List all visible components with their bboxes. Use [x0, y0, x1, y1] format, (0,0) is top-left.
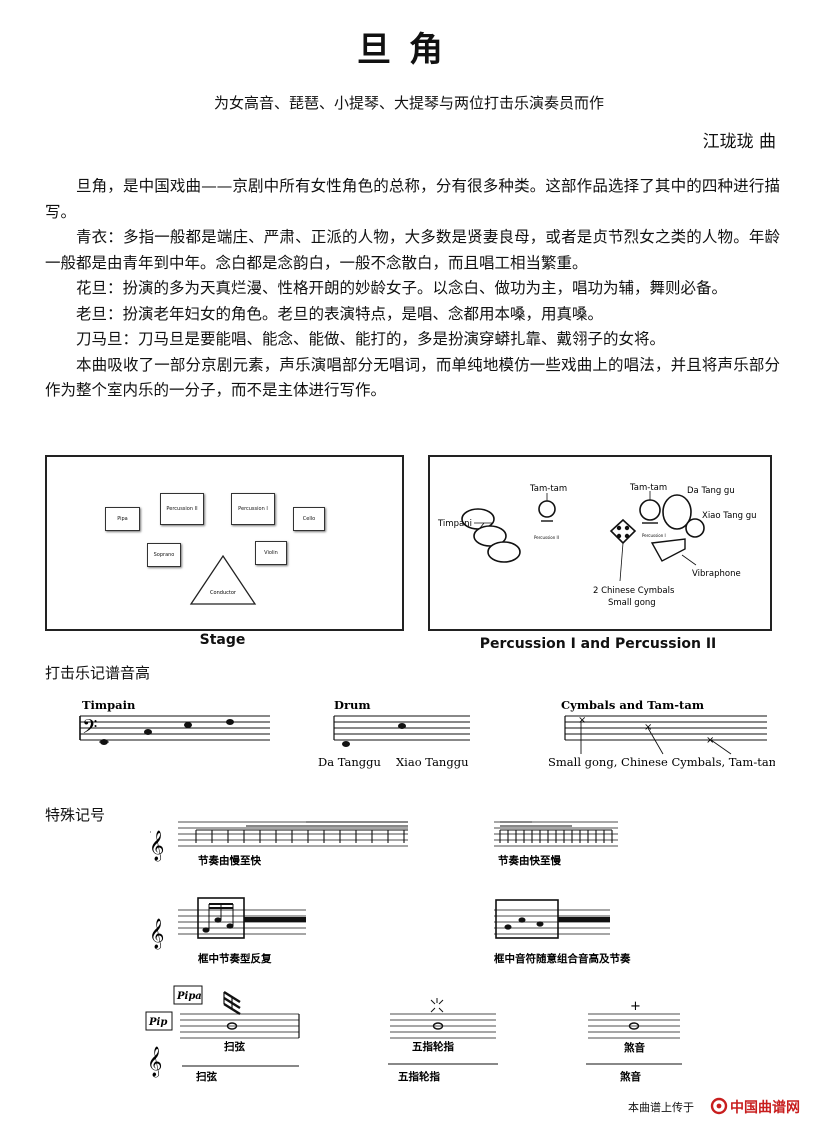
label-da-tang-gu: Da Tang gu	[687, 486, 735, 496]
pipa-box-label: Pip	[148, 1017, 167, 1028]
composer: 江珑珑 曲	[702, 132, 776, 152]
conductor-triangle: Conductor	[189, 554, 257, 605]
accel-symbol: 𝄞 节奏由慢至快	[149, 821, 408, 867]
extension-bar	[244, 917, 306, 922]
label-timpani: Timpani	[437, 519, 472, 529]
page-title: 旦角	[357, 30, 461, 70]
seat-percussion-2: Percussion II	[160, 493, 204, 525]
tam-tam	[538, 500, 556, 518]
seat-soprano: Soprano	[147, 543, 181, 567]
note	[184, 722, 192, 728]
timpani-staff: Timpain 𝄢	[79, 698, 270, 745]
sha-label: 煞音	[624, 1041, 645, 1054]
label-chinese-cymbals: 2 Chinese Cymbals	[593, 586, 675, 596]
percussion-2-setup	[461, 493, 556, 563]
pipa-box-label: Pipa	[176, 991, 202, 1002]
stage-caption: Stage	[199, 632, 246, 648]
percussion-diagram: Tam-tam Timpani Percussion II Tam-tam Da…	[428, 455, 772, 631]
vibraphone	[650, 538, 686, 562]
seat-percussion-1: Percussion I	[231, 493, 275, 525]
plus-icon: +	[630, 999, 641, 1014]
treble-clef-icon: 𝄞	[149, 918, 164, 950]
box-random-symbol: 框中音符随意组合音高及节奏	[494, 899, 631, 965]
seat-cello: Cello	[293, 507, 325, 531]
cymbals-staff: Cymbals and Tam-tam × × × Small gong, Ch…	[548, 698, 775, 769]
symbols-heading: 特殊记号	[45, 806, 106, 824]
accel-label: 节奏由慢至快	[198, 854, 261, 867]
intro-text: 旦角，是中国戏曲——京剧中所有女性角色的总称，分有很多种类。这部作品选择了其中的…	[45, 174, 780, 404]
label-xiao-tang-gu: Xiao Tang gu	[702, 511, 757, 521]
note	[342, 741, 350, 747]
accel-beams	[195, 821, 408, 843]
random-box	[495, 899, 559, 939]
lunzhi-label-lower: 五指轮指	[398, 1070, 440, 1083]
lunzhi-symbol: 五指轮指 五指轮指	[388, 998, 498, 1083]
timpani-label: Timpain	[82, 698, 136, 712]
bass-clef-icon: 𝄢	[82, 715, 97, 743]
label-percussion-2: Percussion II	[534, 535, 559, 540]
box-repeat-label: 框中节奏型反复	[198, 952, 272, 965]
label-small-gong: Small gong	[608, 598, 656, 608]
sha-label-lower: 煞音	[620, 1070, 641, 1083]
sweep-label-lower: 扫弦	[196, 1070, 217, 1083]
box-repeat-symbol: 𝄞 框中节奏型反复	[149, 897, 306, 965]
da-tanggu-label: Da Tanggu	[318, 755, 381, 769]
sweep-label: 扫弦	[224, 1040, 245, 1053]
seat-violin: Violin	[255, 541, 287, 565]
drum-label: Drum	[334, 698, 371, 712]
footer-text: 本曲谱上传于	[628, 1101, 694, 1114]
box-random-label: 框中音符随意组合音高及节奏	[494, 952, 631, 965]
seat-conductor: Conductor	[210, 590, 237, 596]
label-vibraphone: Vibraphone	[692, 569, 741, 579]
xiao-tang-gu	[685, 518, 705, 538]
pipa-box	[145, 1011, 173, 1031]
x-notehead-icon: ×	[578, 715, 586, 726]
notation-heading: 打击乐记谱音高	[45, 664, 151, 682]
drum-staff: Drum Da Tanggu Xiao Tanggu	[318, 698, 470, 769]
label-percussion-1: Percussion I	[642, 533, 666, 538]
subtitle: 为女高音、琵琶、小提琴、大提琴与两位打击乐演奏员而作	[213, 94, 604, 112]
intro-paragraph: 刀马旦：刀马旦是要能唱、能念、能做、能打的，多是扮演穿蟒扎靠、戴翎子的女将。	[76, 330, 666, 348]
x-notehead-icon: ×	[644, 722, 652, 733]
sweep-icon	[223, 990, 241, 1016]
cymbals-labels: Small gong, Chinese Cymbals, Tam-tam	[548, 755, 775, 769]
note	[398, 723, 406, 729]
rit-label: 节奏由快至慢	[498, 854, 561, 867]
treble-clef-icon: 𝄞	[149, 830, 164, 862]
label-tam-tam-2: Tam-tam	[529, 484, 567, 494]
timpani-drum	[487, 541, 521, 563]
x-notehead-icon: ×	[706, 735, 714, 746]
intro-paragraph: 老旦：扮演老年妇女的角色。老旦的表演特点，是唱、念都用本嗓，用真嗓。	[76, 304, 604, 323]
sweep-symbol: Pipa Pip 𝄞 扫弦 扫弦	[145, 985, 300, 1083]
lunzhi-icon	[430, 998, 444, 1013]
lunzhi-label: 五指轮指	[412, 1040, 454, 1053]
percussion-caption: Percussion I and Percussion II	[479, 636, 717, 652]
note	[226, 719, 234, 725]
stage-diagram: Pipa Percussion II Percussion I Cello So…	[45, 455, 404, 631]
cymbals-title: Cymbals and Tam-tam	[561, 698, 704, 712]
site-brand[interactable]: 中国曲谱网	[730, 1100, 800, 1116]
site-logo-icon	[710, 1097, 728, 1115]
sha-symbol: + 煞音 煞音	[586, 999, 682, 1083]
rit-beams	[499, 821, 613, 843]
seat-pipa: Pipa	[105, 507, 140, 531]
intro-paragraph: 旦角，是中国戏曲——京剧中所有女性角色的总称，分有很多种类。这部作品选择了其中的…	[45, 177, 780, 221]
intro-paragraph: 青衣：多指一般都是端庄、严肃、正派的人物，大多数是贤妻良母，或者是贞节烈女之类的…	[45, 228, 780, 272]
cymbals-stand	[609, 518, 637, 545]
note	[144, 729, 152, 735]
intro-paragraph: 本曲吸收了一部分京剧元素，声乐演唱部分无唱词，而单纯地模仿一些戏曲上的唱法，并且…	[45, 355, 780, 400]
label-tam-tam-1: Tam-tam	[629, 483, 667, 493]
tam-tam	[639, 499, 661, 521]
percussion-1-setup	[609, 491, 705, 582]
intro-paragraph: 花旦：扮演的多为天真烂漫、性格开朗的妙龄女子。以念白、做功为主，唱功为辅，舞则必…	[76, 279, 728, 297]
treble-clef-icon: 𝄞	[147, 1046, 162, 1078]
da-tang-gu	[662, 494, 692, 530]
pipa-box	[173, 985, 203, 1005]
extension-bar	[558, 917, 610, 922]
xiao-tanggu-label: Xiao Tanggu	[396, 755, 468, 769]
rit-symbol: 节奏由快至慢	[494, 821, 618, 867]
